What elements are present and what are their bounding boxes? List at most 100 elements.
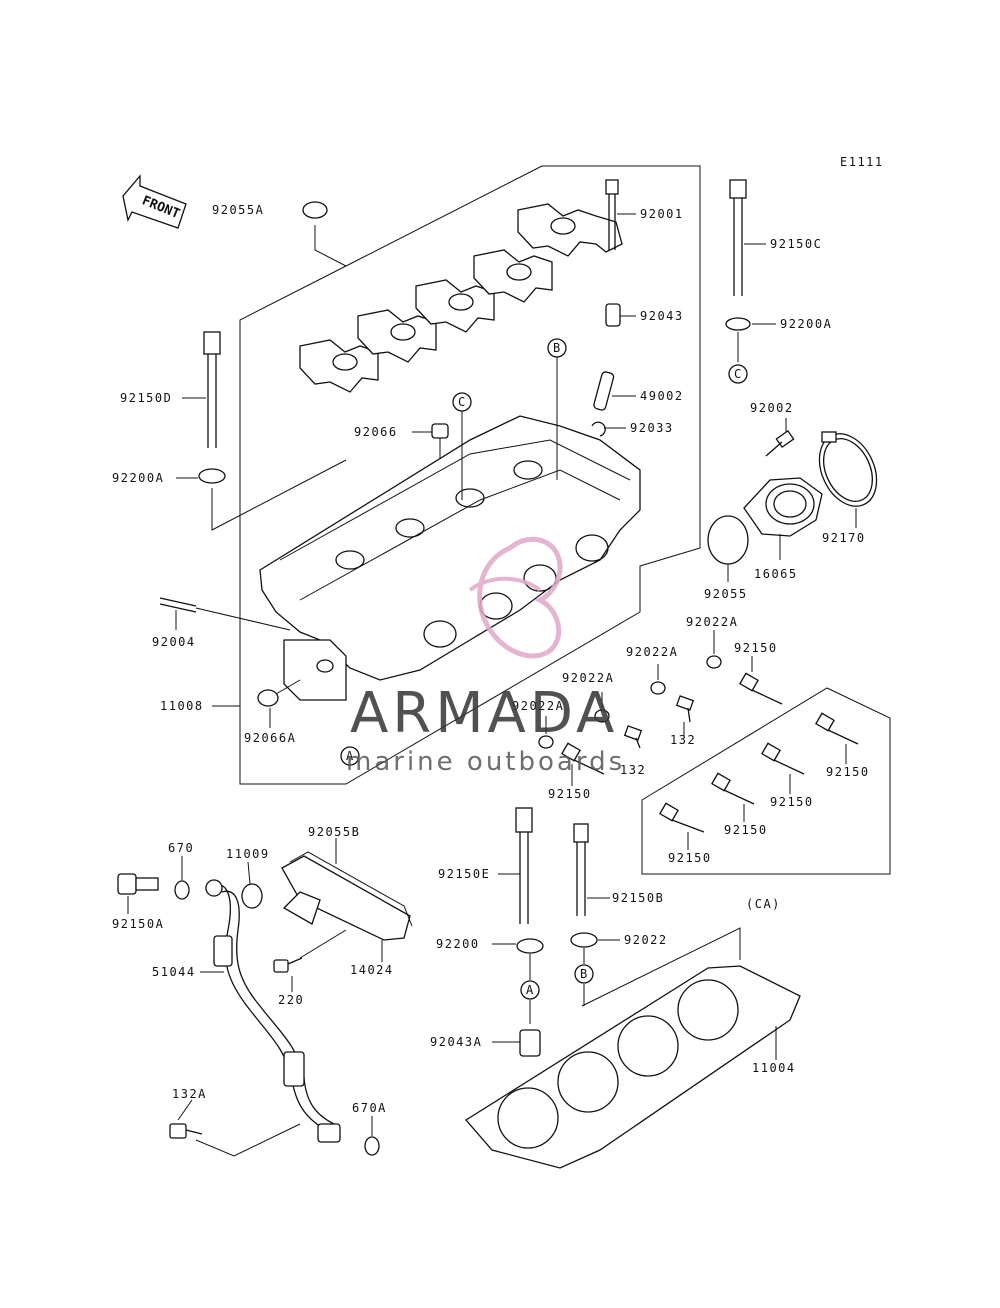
label-51044: 51044 [152,965,196,979]
label-92150b: 92150B [612,891,664,905]
washer-92022a-2 [650,681,666,695]
label-92066a: 92066A [244,731,296,745]
label-132-1: 132 [670,733,696,747]
gasket-92055b [289,851,413,927]
bolt-92150e [515,807,533,924]
plug-92066a [257,689,279,707]
label-92055: 92055 [704,587,748,601]
callout-a-left: A [340,746,360,766]
bolt-92150-ca4 [659,802,705,833]
label-92170: 92170 [822,531,866,545]
label-92150-ca1: 92150 [826,765,870,779]
head-gasket-11004 [465,965,801,1169]
callout-b-bottom: B [574,964,594,984]
o-ring-670 [174,880,190,900]
bolt-92002 [765,429,795,457]
label-11004: 11004 [752,1061,796,1075]
label-92150d: 92150D [120,391,172,405]
washer-92200a-top [725,317,751,331]
label-11009: 11009 [226,847,270,861]
callout-a-bottom: A [520,980,540,1000]
front-arrow-icon: FRONT [122,174,187,229]
bolt-92150-top [739,672,783,705]
bolt-92150-ca2 [761,742,805,775]
label-92004: 92004 [152,635,196,649]
camshaft-caps [299,203,623,393]
watermark-brand: ARMADA [350,681,618,746]
washer-92022 [570,932,598,948]
washer-92022a-3 [594,709,610,723]
bolt-92150-ca1 [815,712,859,745]
label-92043a: 92043A [430,1035,482,1049]
label-92150-ca2: 92150 [770,795,814,809]
ca-group-frame [641,687,891,875]
watermark-tagline: marine outboards [346,747,625,777]
svg-text:B: B [580,967,589,981]
washer-92022a-4 [538,735,554,749]
washer-92200a-left [198,468,226,484]
label-92200: 92200 [436,937,480,951]
o-ring-92055 [707,515,749,565]
label-92150-ca4: 92150 [668,851,712,865]
dowel-92043 [605,303,621,327]
label-92022: 92022 [624,933,668,947]
label-16065: 16065 [754,567,798,581]
bolt-92150c [729,179,747,296]
washer-92200 [516,938,544,954]
gasket-11009 [241,883,263,909]
label-92055a: 92055A [212,203,264,217]
label-14024: 14024 [350,963,394,977]
label-670a: 670A [352,1101,387,1115]
fitting-92150a [117,873,159,895]
svg-text:B: B [553,341,562,355]
bolt-220 [273,957,303,973]
oil-pipe-51044 [205,879,341,1143]
callout-c-right: C [728,364,748,384]
svg-text:A: A [526,983,535,997]
bolt-132-1 [675,695,695,723]
watermark-logo-icon [477,536,563,659]
label-92022a-3: 92022A [562,671,614,685]
label-92200a-top: 92200A [780,317,832,331]
label-220: 220 [278,993,304,1007]
carb-holder-16065 [743,477,823,537]
stud-92004 [159,597,197,613]
label-92200a-left: 92200A [112,471,164,485]
label-132-2: 132 [620,763,646,777]
label-92002: 92002 [750,401,794,415]
label-92043: 92043 [640,309,684,323]
label-11008: 11008 [160,699,204,713]
bolt-92150b [573,823,589,916]
bolt-92150d [203,331,221,448]
svg-text:C: C [734,367,743,381]
diagram-code: E1111 [840,155,884,169]
label-92022a-4: 92022A [512,699,564,713]
label-49002: 49002 [640,389,684,403]
bolt-92150-ca3 [711,772,755,805]
label-670: 670 [168,841,194,855]
bolt-132-2 [623,725,643,749]
armada-watermark: ARMADA marine outboards [346,536,625,777]
label-92066: 92066 [354,425,398,439]
label-92150-mid: 92150 [548,787,592,801]
label-group-ca: (CA) [746,897,781,911]
label-92150c: 92150C [770,237,822,251]
bolt-92150-mid [561,742,605,775]
svg-text:C: C [458,395,467,409]
label-92001: 92001 [640,207,684,221]
valve-lifter-49002 [593,371,615,411]
clamp-92170 [818,431,878,507]
label-92150-top: 92150 [734,641,778,655]
gasket-group-frame [581,927,741,1007]
dowel-92043a [519,1029,541,1057]
label-92150a: 92150A [112,917,164,931]
callout-c-top: C [452,392,472,412]
o-ring-92055a [302,201,328,219]
label-92022a-2: 92022A [626,645,678,659]
head-group-frame [239,165,701,785]
plug-92066 [431,423,449,439]
svg-text:A: A [346,749,355,763]
label-92055b: 92055B [308,825,360,839]
callout-b-top: B [547,338,567,358]
